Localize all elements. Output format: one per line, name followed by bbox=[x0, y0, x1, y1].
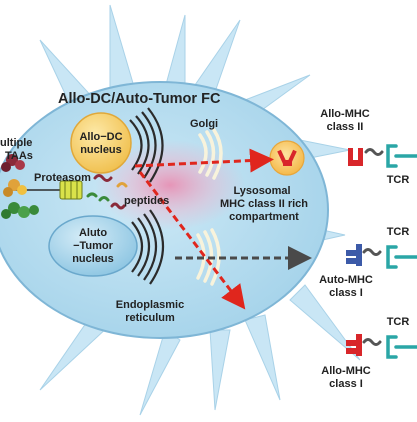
peptides-label: peptides bbox=[124, 195, 169, 207]
tcr-icon bbox=[386, 245, 417, 269]
lysosomal-label-3: compartment bbox=[229, 211, 299, 223]
lysosomal-label-2: MHC class II rich bbox=[220, 198, 308, 210]
allo-mhc-i-label-1: Allo-MHC bbox=[321, 365, 371, 377]
allo-mhc-class-i-icon bbox=[346, 334, 362, 356]
mhc-ii-peptide-icon bbox=[364, 148, 384, 156]
peptide-icons bbox=[86, 174, 128, 210]
auto-mhc-i-label-2: class I bbox=[329, 287, 363, 299]
allo-mhc-ii-label-2: class II bbox=[327, 121, 364, 133]
er-arcs-upper bbox=[129, 107, 164, 183]
golgi-upper bbox=[198, 128, 223, 180]
taas-label: TAAs bbox=[5, 150, 33, 162]
tcr-label-3: TCR bbox=[387, 316, 410, 328]
lysosomal-label-1: Lysosomal bbox=[233, 185, 290, 197]
tcr-icon bbox=[386, 335, 417, 359]
proteasome-icon bbox=[59, 180, 83, 200]
auto-mhc-i-label-1: Auto-MHC bbox=[319, 274, 373, 286]
auto-tumor-nucleus-label-2: −Tumor bbox=[73, 240, 114, 252]
red-arrow-to-surface bbox=[138, 171, 246, 310]
er-label-2: reticulum bbox=[125, 312, 175, 324]
mhc-i-peptide-icon-1 bbox=[362, 248, 382, 256]
auto-tumor-nucleus-label-3: nucleus bbox=[72, 253, 114, 265]
lysosomal-compartment bbox=[269, 140, 305, 176]
tcr-label-1: TCR bbox=[387, 174, 410, 186]
multiple-label: ultiple bbox=[0, 137, 32, 149]
allo-dc-nucleus bbox=[70, 112, 132, 174]
diagram-title: Allo-DC/Auto-Tumor FC bbox=[58, 91, 221, 107]
tcr-label-2: TCR bbox=[387, 226, 410, 238]
mhc-ii-in-lysosome-icon bbox=[277, 149, 297, 166]
er-arcs-lower bbox=[131, 209, 165, 285]
allo-dc-nucleus-label-2: nucleus bbox=[80, 144, 122, 156]
auto-tumor-nucleus bbox=[48, 215, 138, 277]
allo-mhc-class-ii-icon bbox=[348, 148, 363, 166]
allo-mhc-i-label-2: class I bbox=[329, 378, 363, 390]
auto-mhc-class-i-icon bbox=[346, 244, 362, 266]
tcr-icon bbox=[386, 144, 417, 168]
red-arrow-to-lysosome bbox=[134, 148, 274, 173]
proteasome-label: Proteasom bbox=[34, 172, 91, 184]
mhc-i-peptide-icon-2 bbox=[362, 338, 382, 346]
auto-tumor-nucleus-label-1: Aluto bbox=[79, 227, 107, 239]
golgi-label: Golgi bbox=[190, 118, 218, 130]
er-label-1: Endoplasmic bbox=[116, 299, 184, 311]
allo-mhc-ii-label-1: Allo-MHC bbox=[320, 108, 370, 120]
taa-clumps bbox=[1, 154, 39, 219]
allo-dc-nucleus-label-1: Allo−DC bbox=[79, 131, 122, 143]
